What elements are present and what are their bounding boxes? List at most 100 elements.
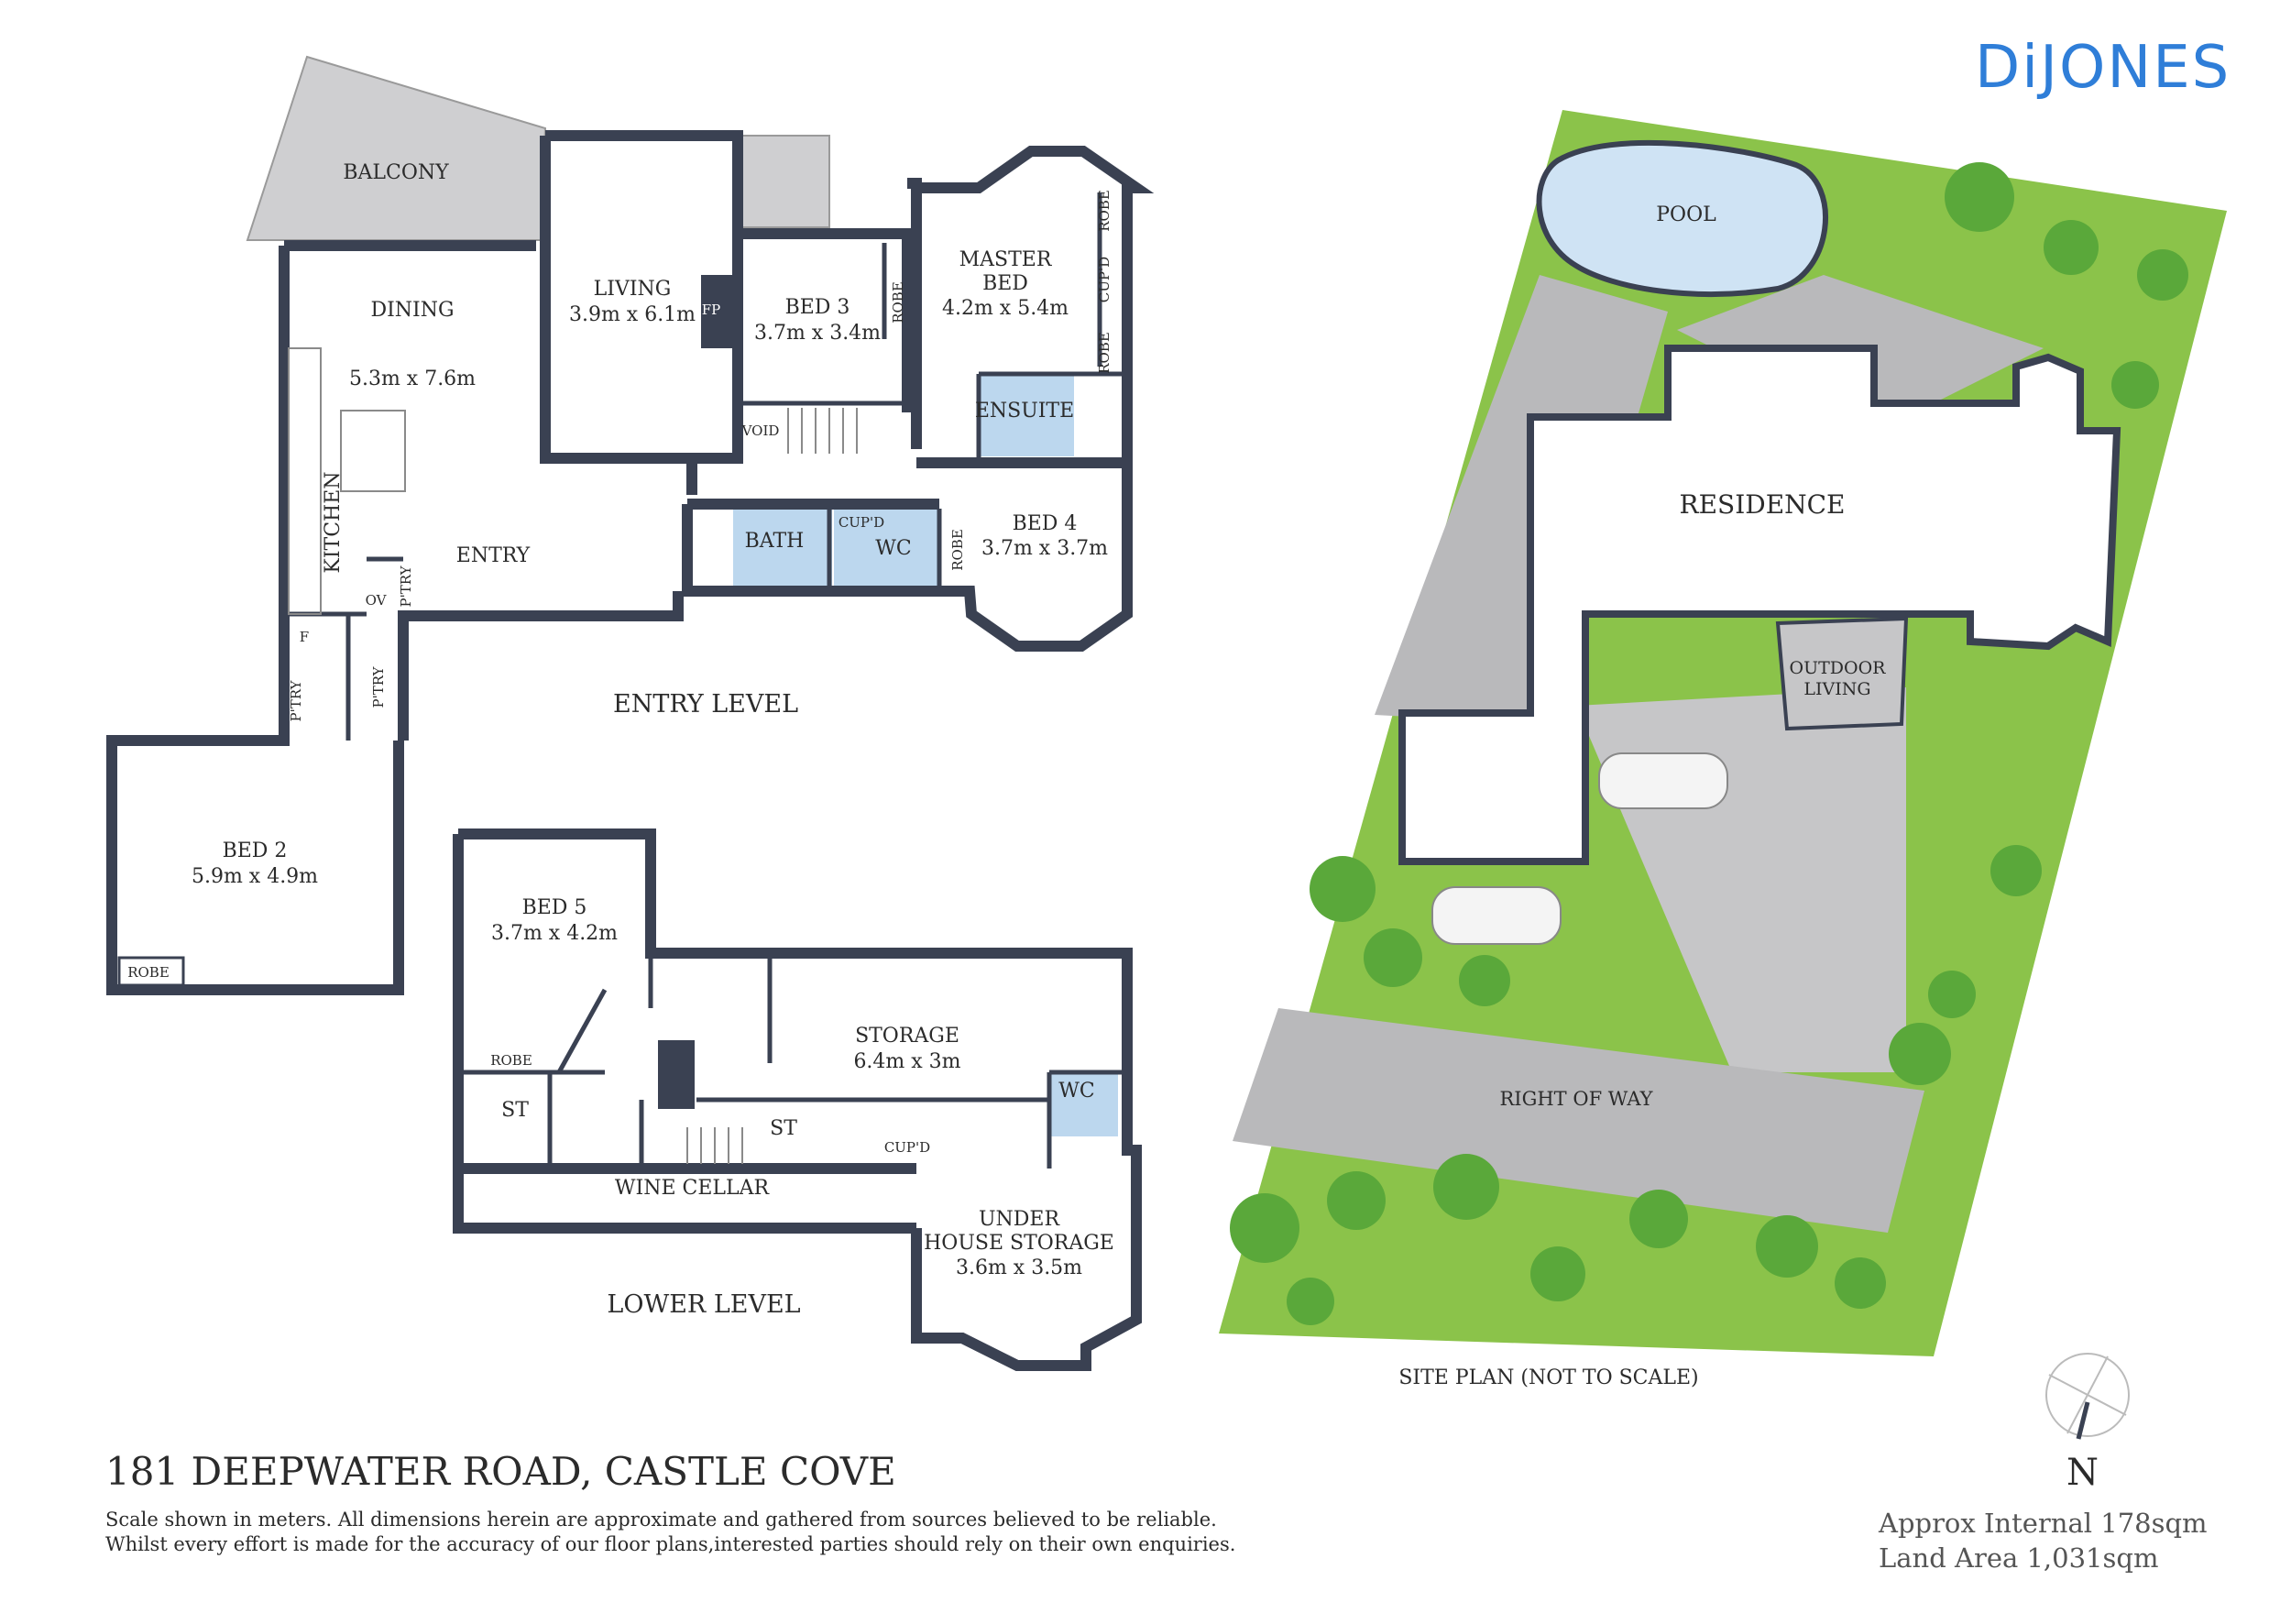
ov-label: OV [366,592,388,609]
land-area: Land Area 1,031sqm [1879,1542,2158,1574]
ptry-label-3: P'TRY [370,665,387,708]
kitchen-bench [288,347,322,615]
living-dims: 3.9m x 6.1m [569,303,696,326]
disclaimer: Scale shown in meters. All dimensions he… [105,1509,1235,1555]
tree-icon [1928,971,1976,1018]
disclaimer-line-1: Scale shown in meters. All dimensions he… [105,1509,1217,1531]
entry-stairs [787,408,858,454]
tree-icon [1835,1257,1886,1309]
right-of-way-label: RIGHT OF WAY [1499,1088,1653,1110]
under-house-dims: 3.6m x 3.5m [956,1256,1082,1279]
brand-logo: DiJONES [1975,34,2231,102]
tree-icon [1310,856,1376,922]
tree-icon [1889,1023,1951,1085]
robe-master-label-2: ROBE [1096,332,1113,374]
bed5-dims: 3.7m x 4.2m [491,922,618,945]
outdoor-living [1775,616,1909,731]
north-compass: N [2045,1353,2130,1494]
internal-area: Approx Internal 178sqm [1878,1508,2208,1539]
residence-outline [1398,345,2121,865]
entry-walls [106,130,1155,995]
bed5-label: BED 5 [522,896,587,919]
area-info: Approx Internal 178sqm Land Area 1,031sq… [1878,1508,2208,1574]
property-address: 181 DEEPWATER ROAD, CASTLE COVE [105,1449,896,1494]
tree-icon [1459,955,1510,1006]
dining-label: DINING [370,299,454,322]
ensuite-tiles [979,374,1074,456]
site-plan-title: SITE PLAN (NOT TO SCALE) [1398,1366,1698,1389]
living-label: LIVING [594,278,672,301]
car-icon [1598,752,1728,809]
bed3-label: BED 3 [785,296,850,319]
ensuite-label: ENSUITE [975,400,1074,422]
tree-icon [1990,845,2042,896]
tree-icon [1945,162,2014,232]
fp-label: FP [702,302,721,318]
north-label: N [2066,1452,2099,1494]
site-plan: POOL RESIDENCE OUTDOOR LIVING RIGHT OF W… [1219,110,2227,1389]
storage-dims: 6.4m x 3m [853,1050,960,1073]
trees [1230,162,2188,1325]
disclaimer-line-2: Whilst every effort is made for the accu… [105,1533,1235,1555]
under-house-label-2: HOUSE STORAGE [924,1232,1114,1255]
tree-icon [1364,928,1422,987]
under-house-label-1: UNDER [979,1208,1060,1231]
lower-level-plan: BED 5 3.7m x 4.2m ROBE STORAGE 6.4m x 3m… [453,828,1142,1371]
tree-icon [2137,249,2188,301]
residence-label: RESIDENCE [1679,489,1845,520]
robe-bed3-label: ROBE [890,281,906,324]
wc-tiles [834,509,939,593]
master-bed-label-2: BED [982,272,1028,295]
tree-icon [1530,1246,1585,1301]
bath-tiles [733,509,832,593]
kitchen-island [340,410,406,492]
outdoor-living-label-2: LIVING [1803,679,1870,699]
robe-bed2-label: ROBE [127,964,170,981]
st-label-2: ST [770,1117,797,1140]
dining-dims: 5.3m x 7.6m [349,368,476,390]
tree-icon [1287,1278,1334,1325]
balcony-area [246,55,547,241]
void-label: VOID [741,422,780,439]
wc-label: WC [875,537,911,560]
fridge-label: F [300,629,309,645]
lower-stairs [686,1127,743,1164]
pool-label: POOL [1656,203,1716,226]
entry-level-plan: BALCONY DINING 5.3m x 7.6m LIVING 3.9m x… [106,55,1155,995]
tree-icon [1230,1193,1299,1263]
storage-label: STORAGE [855,1025,959,1048]
car-icon [1431,886,1562,945]
master-bed-dims: 4.2m x 5.4m [942,297,1069,320]
robe-bed5-label: ROBE [490,1052,532,1069]
wine-cellar-label: WINE CELLAR [615,1177,771,1200]
robe-bed2 [117,956,185,987]
tree-icon [2111,361,2159,409]
bed2-dims: 5.9m x 4.9m [192,865,318,888]
fireplace [701,275,736,348]
outdoor-living-label-1: OUTDOOR [1790,658,1887,678]
robe-bed4-label: ROBE [949,529,966,571]
side-paving [1375,275,1668,724]
bath-label: BATH [745,530,805,553]
st-label-1: ST [501,1099,529,1122]
robe-master-label-1: ROBE [1096,190,1113,232]
bed4-dims: 3.7m x 3.7m [981,537,1108,560]
landing-area [741,135,830,228]
entry-label: ENTRY [456,544,531,567]
pool [1536,139,1828,297]
tree-icon [1629,1190,1688,1248]
bed2-label: BED 2 [223,839,288,862]
bed3-dims: 3.7m x 3.4m [754,322,881,345]
master-bed-label: MASTER [959,248,1053,271]
cupd-master-label: CUP'D [1096,257,1113,302]
right-of-way-strip [1233,1008,1924,1233]
cupd-label: CUP'D [839,514,884,531]
tree-icon [1433,1154,1499,1220]
balcony-label: BALCONY [343,161,449,184]
entry-level-title: ENTRY LEVEL [613,690,798,719]
compass-circle [2045,1353,2130,1437]
tree-icon [1327,1171,1386,1230]
tree-icon [1756,1215,1818,1278]
